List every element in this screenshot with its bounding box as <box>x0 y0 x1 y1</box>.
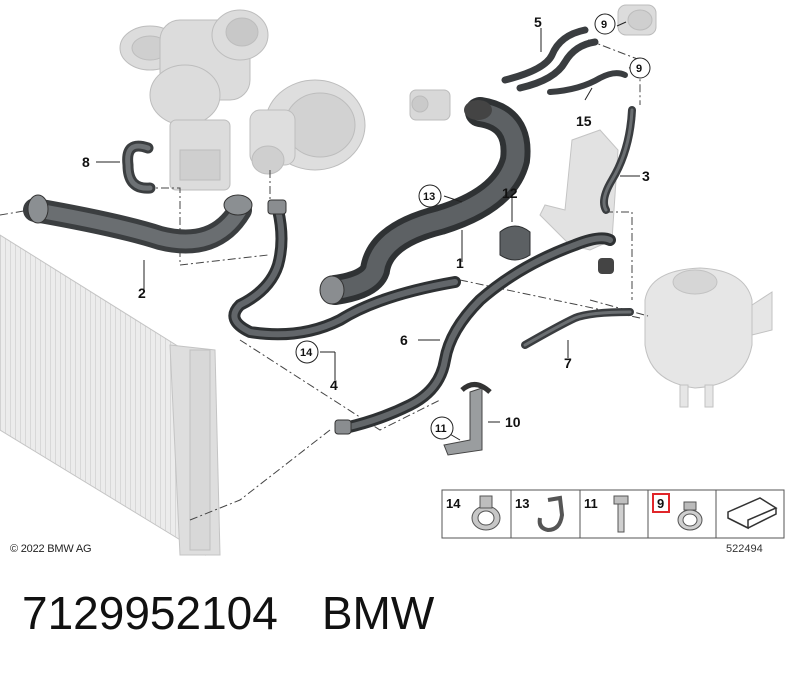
callout-8: 8 <box>82 154 90 170</box>
callout-circle-13 <box>418 184 442 208</box>
drawing-number: 522494 <box>726 543 763 555</box>
callout-10: 10 <box>505 414 521 430</box>
band-clamp-icon <box>677 501 703 531</box>
callout-13: 13 <box>423 191 435 203</box>
copyright-notice: © 2022 BMW AG <box>10 543 92 555</box>
reference-lines <box>0 39 649 521</box>
legend-num-11: 11 <box>584 496 598 511</box>
callout-3: 3 <box>642 168 650 184</box>
legend-num-14: 14 <box>446 496 461 511</box>
callout-9b: 9 <box>636 63 642 75</box>
callout-2: 2 <box>138 285 146 301</box>
part-caption: 7129952104 BMW <box>22 586 434 640</box>
callout-1: 1 <box>456 255 464 271</box>
hose-4 <box>228 199 461 341</box>
part-number: 7129952104 <box>22 587 278 639</box>
arrow-icon <box>727 497 778 530</box>
brand-name: BMW <box>321 587 435 639</box>
circled-callouts: 9 9 13 14 11 <box>295 13 651 440</box>
legend-num-13: 13 <box>515 496 529 511</box>
bolt-icon <box>613 495 629 533</box>
callouts: 1 2 3 4 5 6 7 8 10 12 15 <box>82 14 650 430</box>
legend-highlight-box <box>652 493 670 513</box>
bracket-10 <box>443 382 492 456</box>
hose-5 <box>501 26 599 92</box>
callout-5: 5 <box>534 14 542 30</box>
hose-8 <box>122 140 156 194</box>
callout-12: 12 <box>502 185 518 201</box>
spring-clip-icon <box>537 495 565 533</box>
valve-ghost <box>409 89 451 121</box>
callout-15: 15 <box>576 113 592 129</box>
callout-circle-14 <box>295 340 319 364</box>
hose-clamp-icon <box>471 495 501 531</box>
hose-3 <box>600 106 636 214</box>
callout-circle-9b <box>629 57 651 79</box>
callout-9a: 9 <box>601 19 607 31</box>
callout-7: 7 <box>564 355 572 371</box>
valve-ghost-top <box>617 4 657 36</box>
turbocharger-ghost <box>119 9 269 191</box>
callout-6: 6 <box>400 332 408 348</box>
callout-11: 11 <box>435 423 447 435</box>
hose-1 <box>319 97 531 305</box>
thermostat-housing-ghost <box>249 79 366 175</box>
hose-2 <box>23 194 253 254</box>
callout-circle-11 <box>430 416 454 440</box>
clip-12 <box>499 225 531 261</box>
callout-circle-9a <box>594 13 616 35</box>
legend-strip: 14 13 11 9 <box>441 489 785 539</box>
hose-15 <box>547 70 628 95</box>
leader-lines <box>96 21 641 441</box>
hose-7 <box>521 308 634 349</box>
radiator-ghost <box>0 234 221 556</box>
hose-6 <box>334 232 616 435</box>
legend-num-9: 9 <box>657 496 664 511</box>
callout-14: 14 <box>300 347 313 359</box>
callout-4: 4 <box>330 377 338 393</box>
expansion-tank-ghost <box>644 267 773 408</box>
